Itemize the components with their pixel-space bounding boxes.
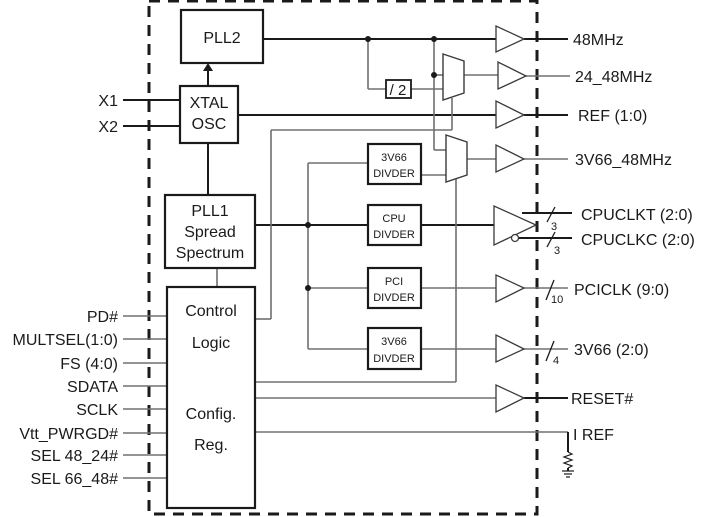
- buffer-3v66: [495, 333, 526, 364]
- pin-x1: X1: [98, 93, 118, 110]
- pin-pd: PD#: [87, 309, 118, 326]
- output-pins: 48MHz 24_48MHz REF (1:0) 3V66_48MHz CPUC…: [571, 32, 695, 444]
- divider-pci: PCI DIVDER: [366, 266, 423, 310]
- xtal-osc-block: XTAL OSC: [178, 84, 240, 145]
- config-label: Config.: [186, 406, 237, 423]
- pin-x2: X2: [98, 119, 118, 136]
- buffer-48mhz: [495, 24, 526, 54]
- osc-label: OSC: [192, 116, 227, 133]
- pin-sel-66-48: SEL 66_48#: [31, 471, 119, 488]
- bus-width-cpuclkt: 3: [551, 221, 557, 233]
- control-logic-block: Control Logic Config. Reg.: [165, 285, 257, 510]
- pin-sel-48-24: SEL 48_24#: [31, 448, 119, 465]
- pll2-label: PLL2: [203, 30, 240, 47]
- divider-3v66-top: 3V66 DIVDER: [366, 142, 423, 186]
- pin-fs: FS (4:0): [60, 356, 118, 373]
- bus-width-markers: 3 3 10 4: [545, 206, 563, 367]
- pll1-label-3: Spectrum: [176, 245, 244, 262]
- pin-3v66: 3V66 (2:0): [574, 342, 649, 359]
- divider-3v66-bottom-label-2: DIVDER: [373, 353, 415, 365]
- bus-width-cpuclkc: 3: [554, 245, 560, 257]
- reg-label: Reg.: [194, 437, 228, 454]
- output-buffers: [493, 24, 538, 414]
- divider-cpu: CPU DIVDER: [366, 203, 423, 247]
- mux-24-48: [442, 53, 465, 101]
- pin-pciclk: PCICLK (9:0): [574, 282, 669, 299]
- divide-by-2-block: / 2: [385, 79, 412, 99]
- divider-pci-label-2: DIVDER: [373, 292, 415, 304]
- buffer-reset: [495, 383, 526, 414]
- mux-3v66-48: [445, 134, 468, 183]
- pll1-label-2: Spread: [184, 224, 236, 241]
- pll1-label-1: PLL1: [191, 203, 228, 220]
- pll1-spread-spectrum-block: PLL1 Spread Spectrum: [163, 193, 257, 270]
- pin-sclk: SCLK: [76, 402, 118, 419]
- pin-iref: I REF: [573, 427, 614, 444]
- inverting-bubble-icon: [510, 233, 520, 243]
- pin-ref: REF (1:0): [578, 108, 647, 125]
- pin-multsel: MULTSEL(1:0): [12, 332, 118, 349]
- wires-secondary: [123, 39, 574, 479]
- pin-48mhz: 48MHz: [573, 32, 624, 49]
- chip-boundary: [147, 0, 539, 516]
- divide-by-2-label: / 2: [390, 82, 407, 99]
- buffer-pciclk: [495, 273, 526, 304]
- buffer-24-48mhz: [497, 60, 528, 91]
- bus-width-3v66: 4: [553, 355, 559, 367]
- divider-3v66-top-label-1: 3V66: [381, 152, 407, 164]
- junction-dots: [305, 36, 437, 291]
- buffer-3v66-48mhz: [495, 143, 526, 174]
- wires-primary: [123, 38, 572, 239]
- divider-pci-label-1: PCI: [385, 276, 403, 288]
- pin-sdata: SDATA: [67, 379, 118, 396]
- control-label: Control: [185, 303, 237, 320]
- bus-width-pciclk: 10: [551, 294, 563, 306]
- xtal-label: XTAL: [190, 95, 229, 112]
- divider-3v66-bottom-label-1: 3V66: [381, 336, 407, 348]
- divider-3v66-top-label-2: DIVDER: [373, 168, 415, 180]
- pin-cpuclkt: CPUCLKT (2:0): [581, 207, 693, 224]
- pin-cpuclkc: CPUCLKC (2:0): [581, 232, 695, 249]
- pin-24-48mhz: 24_48MHz: [575, 69, 652, 86]
- divider-cpu-label-1: CPU: [382, 213, 405, 225]
- logic-label: Logic: [192, 335, 230, 352]
- pin-vtt-pwrgd: Vtt_PWRGD#: [19, 426, 118, 443]
- pin-3v66-48mhz: 3V66_48MHz: [575, 152, 672, 169]
- buffer-ref: [495, 99, 526, 130]
- pll2-block: PLL2: [179, 8, 265, 65]
- divider-3v66-bottom: 3V66 DIVDER: [366, 326, 423, 371]
- pin-reset: RESET#: [571, 391, 633, 408]
- divider-cpu-label-2: DIVDER: [373, 229, 415, 241]
- input-pins: X1 X2 PD# MULTSEL(1:0) FS (4:0) SDATA SC…: [12, 93, 118, 488]
